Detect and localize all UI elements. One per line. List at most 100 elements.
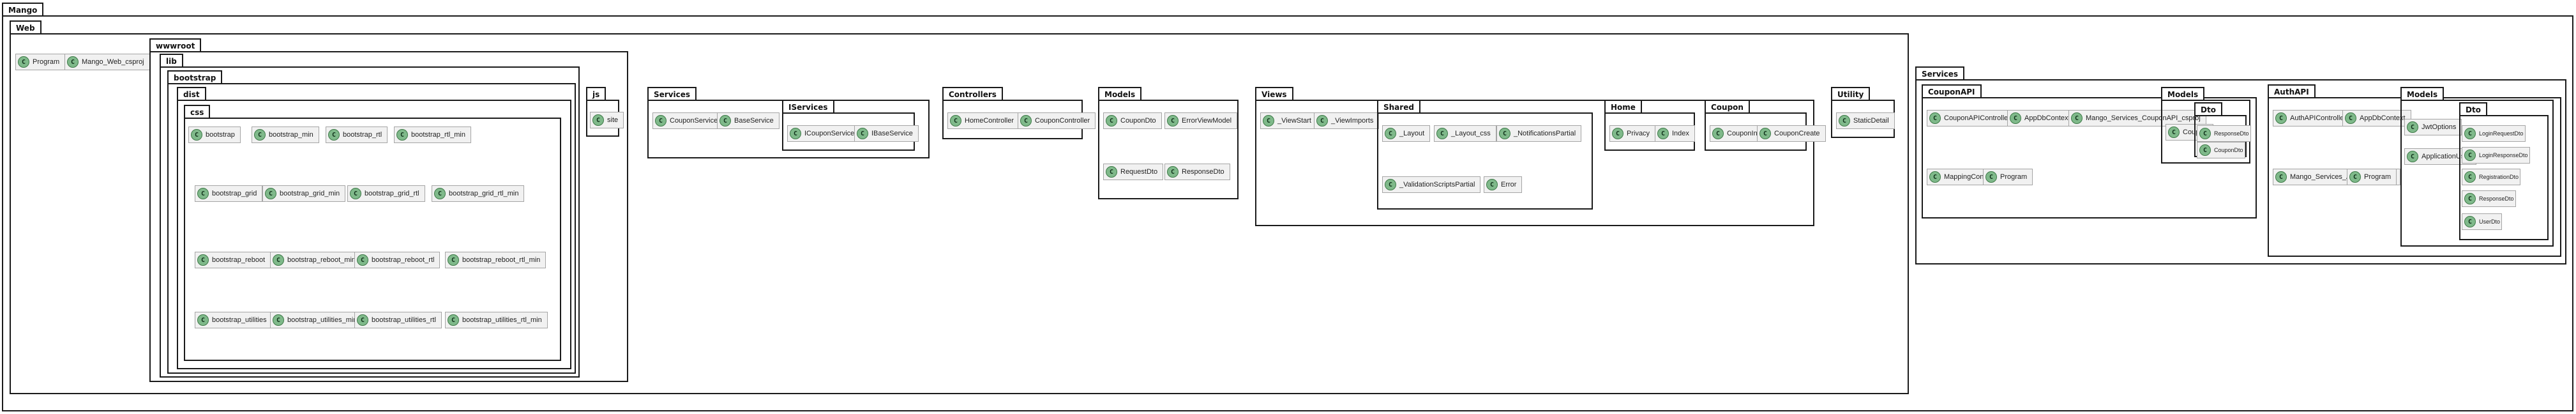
class-name: LoginRequestDto: [2479, 130, 2524, 137]
class-layout-css: C_Layout_css: [1434, 125, 1496, 142]
class-icon: C: [1167, 115, 1179, 126]
class-icon: C: [655, 115, 667, 126]
class-name: ICouponService: [804, 130, 855, 137]
class-icon: C: [2345, 112, 2356, 124]
class-name: CouponAPIController: [1944, 114, 2010, 122]
class-name: ResponseDto: [2214, 130, 2249, 137]
class-name: BaseService: [734, 117, 774, 125]
class-name: _Layout_css: [1451, 130, 1491, 137]
class-icon: C: [328, 129, 340, 141]
class-icon: C: [2199, 144, 2211, 156]
package-label: Models: [2400, 87, 2444, 100]
class-name: IBaseService: [871, 130, 913, 137]
class-icon: C: [1929, 171, 1941, 183]
package-label: IServices: [782, 100, 834, 112]
class-name: bootstrap_utilities_rtl: [372, 316, 436, 324]
class-icon: C: [396, 129, 408, 141]
package-shared: Shared: [1377, 100, 1593, 210]
class-name: bootstrap_grid_rtl_min: [449, 190, 519, 197]
class-name: bootstrap_reboot: [212, 256, 266, 264]
package-bootstrap: bootstrap: [167, 70, 576, 374]
package-web: Web: [10, 20, 1909, 394]
class-icon: C: [350, 188, 361, 199]
package-models-web: Models: [1098, 87, 1239, 199]
class-icon: C: [2168, 126, 2180, 138]
class-icon: C: [273, 254, 284, 266]
class-layout: C_Layout: [1382, 125, 1431, 142]
class-name: bootstrap: [206, 131, 235, 139]
class-icon: C: [1106, 115, 1117, 126]
class-icon: C: [2275, 112, 2287, 124]
package-label: Models: [2161, 87, 2205, 100]
class-name: Error: [1501, 181, 1517, 188]
class-name: HomeController: [965, 117, 1014, 125]
class-name: bootstrap_grid: [212, 190, 257, 197]
class-icon: C: [1839, 115, 1850, 126]
class-icon: C: [2349, 171, 2361, 183]
package-label: Coupon: [1705, 100, 1750, 112]
class-icon: C: [2275, 171, 2287, 183]
package-dist: dist: [177, 87, 571, 369]
package-authapi-dto: Dto: [2459, 102, 2549, 240]
class-icon: C: [1929, 112, 1941, 124]
package-label: Models: [1098, 87, 1142, 100]
class-icon: C: [254, 129, 266, 141]
class-name: bootstrap_grid_min: [280, 190, 340, 197]
class-icon: C: [2464, 193, 2476, 204]
package-label: Utility: [1831, 87, 1871, 100]
class-icon: C: [2010, 112, 2021, 124]
class-name: Mango_Services_CouponAPI_csproj: [2086, 114, 2201, 122]
class-icon: C: [1499, 128, 1510, 139]
class-name: AuthAPIController: [2290, 114, 2347, 122]
class-icon: C: [857, 128, 868, 139]
class-icon: C: [2071, 112, 2083, 124]
class-name: bootstrap_utilities: [212, 316, 267, 324]
class-icon: C: [448, 314, 459, 326]
class-name: Program: [2000, 173, 2028, 181]
class-icon: C: [1985, 171, 1997, 183]
class-notifications-partial: C _NotificationsPartial: [1496, 125, 1582, 142]
package-label: Services: [1915, 66, 1965, 79]
package-label: Dto: [2194, 102, 2222, 115]
class-icon: C: [1263, 115, 1274, 126]
class-icon: C: [2464, 216, 2476, 227]
package-mango: Mango: [2, 3, 2573, 411]
package-css: css: [184, 105, 561, 361]
class-name: _NotificationsPartial: [1514, 130, 1576, 137]
class-name: AppDbContext: [2360, 114, 2406, 122]
class-name: _Layout: [1399, 130, 1425, 137]
class-name: CouponDto: [2214, 147, 2243, 153]
class-name: Privacy: [1627, 130, 1650, 137]
class-name: LoginResponseDto: [2479, 152, 2528, 158]
class-icon: C: [197, 188, 209, 199]
class-icon: C: [2464, 150, 2476, 161]
class-icon: C: [357, 314, 368, 326]
class-name: bootstrap_rtl: [343, 131, 382, 139]
class-name: bootstrap_reboot_rtl: [372, 256, 435, 264]
package-views: Views: [1255, 87, 1814, 226]
package-label: bootstrap: [167, 70, 223, 83]
class-name: Program: [33, 58, 60, 66]
class-name: CouponService: [670, 117, 718, 125]
class-name: _ViewStart: [1277, 117, 1311, 125]
